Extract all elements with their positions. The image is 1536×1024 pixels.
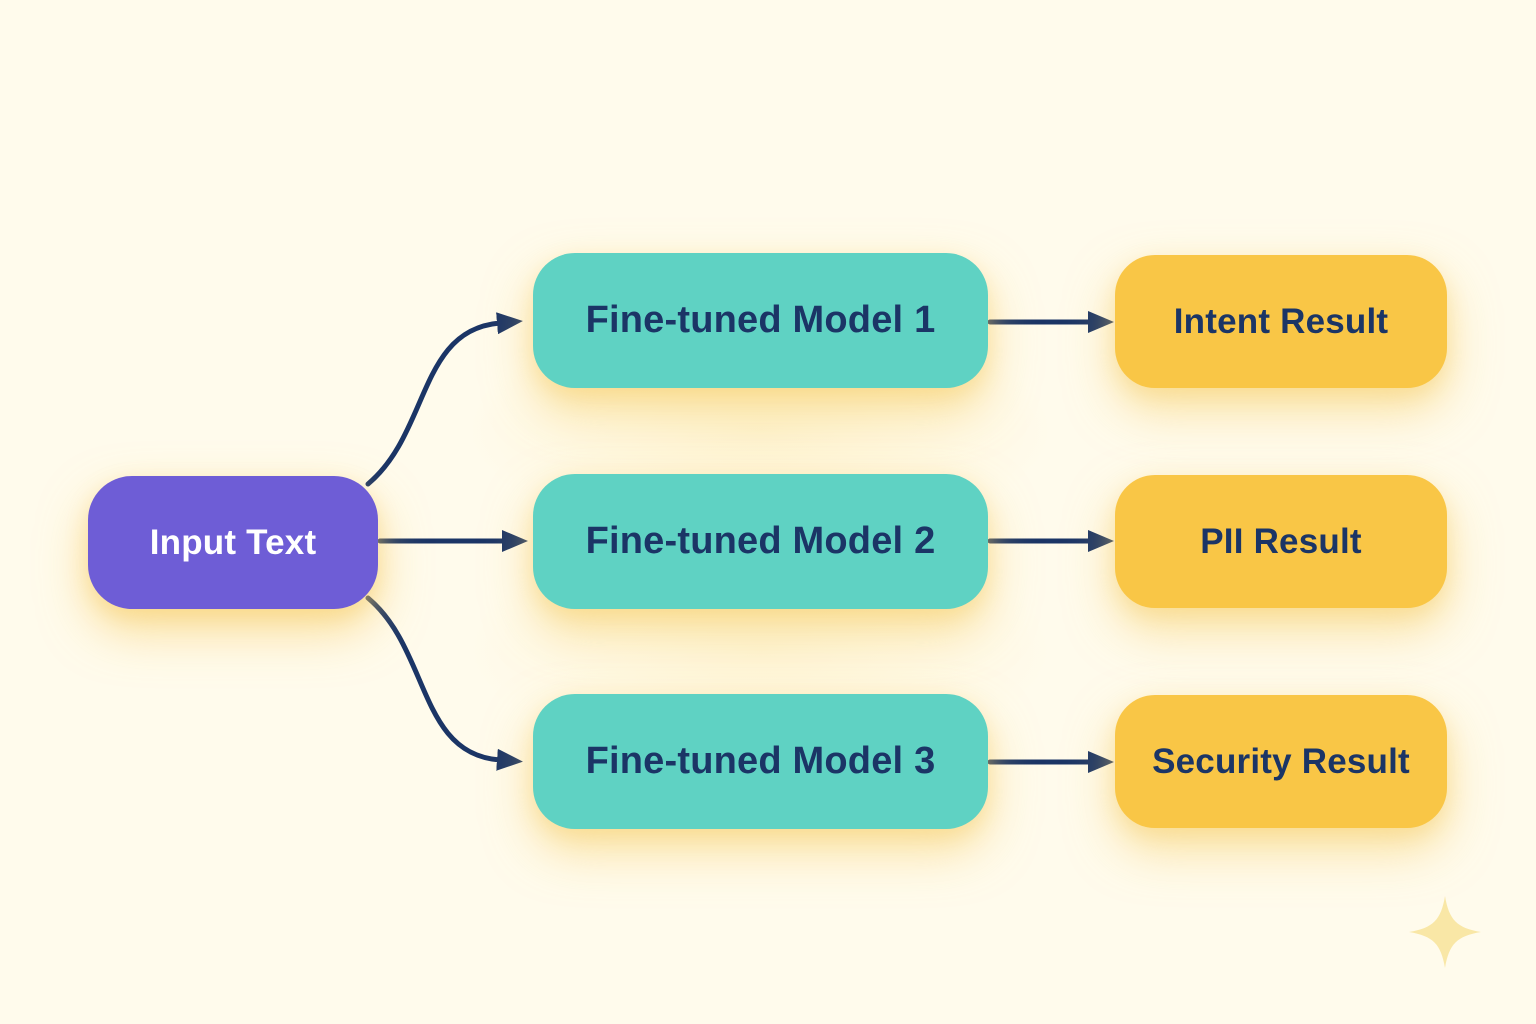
edge-input-to-model-3	[365, 595, 523, 771]
node-security-result-label: Security Result	[1152, 741, 1410, 781]
node-input-text: Input Text	[88, 476, 378, 609]
node-fine-tuned-model-3-label: Fine-tuned Model 3	[585, 740, 936, 782]
node-pii-result: PII Result	[1115, 475, 1447, 608]
node-input-text-label: Input Text	[149, 522, 317, 562]
node-fine-tuned-model-1-label: Fine-tuned Model 1	[585, 299, 936, 341]
node-fine-tuned-model-2-label: Fine-tuned Model 2	[585, 520, 936, 562]
node-pii-result-label: PII Result	[1200, 521, 1362, 561]
node-intent-result-label: Intent Result	[1173, 301, 1389, 341]
node-intent-result: Intent Result	[1115, 255, 1447, 388]
node-fine-tuned-model-3: Fine-tuned Model 3	[533, 694, 988, 829]
node-fine-tuned-model-2: Fine-tuned Model 2	[533, 474, 988, 609]
node-fine-tuned-model-1: Fine-tuned Model 1	[533, 253, 988, 388]
node-security-result: Security Result	[1115, 695, 1447, 828]
edge-input-to-model-1	[365, 312, 523, 487]
